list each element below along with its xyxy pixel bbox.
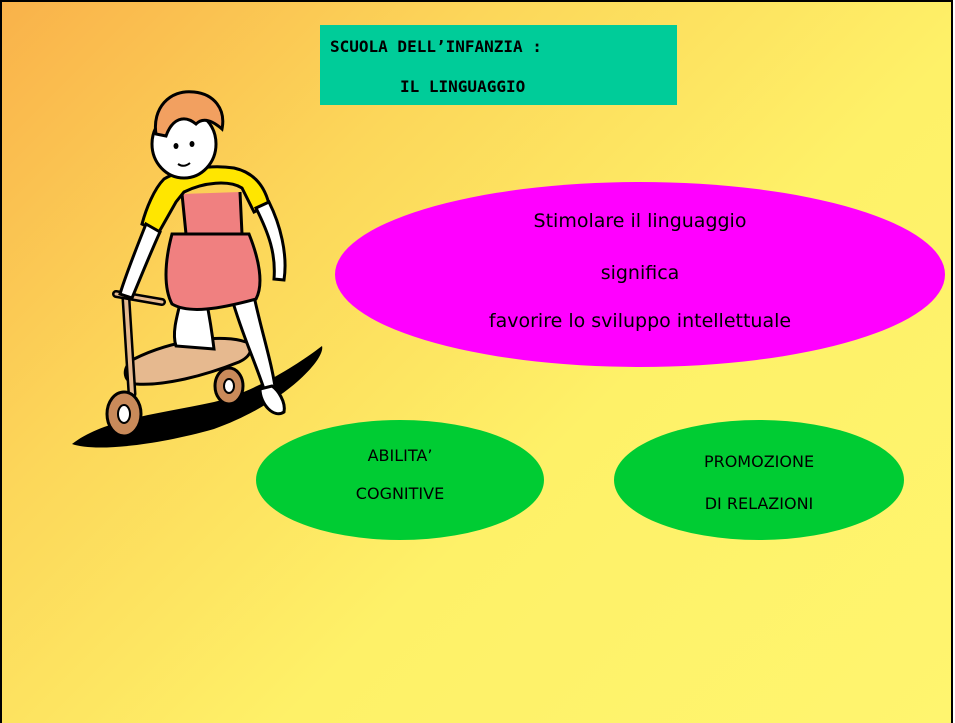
title-line-1: SCUOLA DELL’INFANZIA :: [330, 37, 542, 56]
child-on-scooter-illustration: [72, 90, 323, 448]
relationships-line-1: PROMOZIONE: [703, 452, 815, 471]
main-message-line-1: Stimolare il linguaggio: [533, 210, 747, 232]
child-left-arm: [118, 221, 162, 300]
main-message-line-2: significa: [600, 262, 680, 284]
title-line-2: IL LINGUAGGIO: [400, 77, 526, 96]
main-message-ellipse: Stimolare il linguaggio significa favori…: [335, 182, 945, 367]
title-box: SCUOLA DELL’INFANZIA : IL LINGUAGGIO: [320, 25, 677, 105]
child-hair: [153, 90, 225, 138]
relationships-line-2: DI RELAZIONI: [704, 494, 814, 513]
child-shorts: [164, 232, 262, 311]
cognitive-skills-line-2: COGNITIVE: [355, 484, 445, 503]
cognitive-skills-line-1: ABILITA’: [367, 446, 433, 465]
child-back-shoe: [258, 384, 286, 416]
child-shirt: [140, 165, 271, 234]
child-right-arm: [253, 200, 287, 282]
cognitive-skills-ellipse: ABILITA’ COGNITIVE: [256, 420, 544, 540]
main-message-line-3: favorire lo sviluppo intellettuale: [488, 310, 792, 332]
relationships-ellipse: PROMOZIONE DI RELAZIONI: [614, 420, 904, 540]
